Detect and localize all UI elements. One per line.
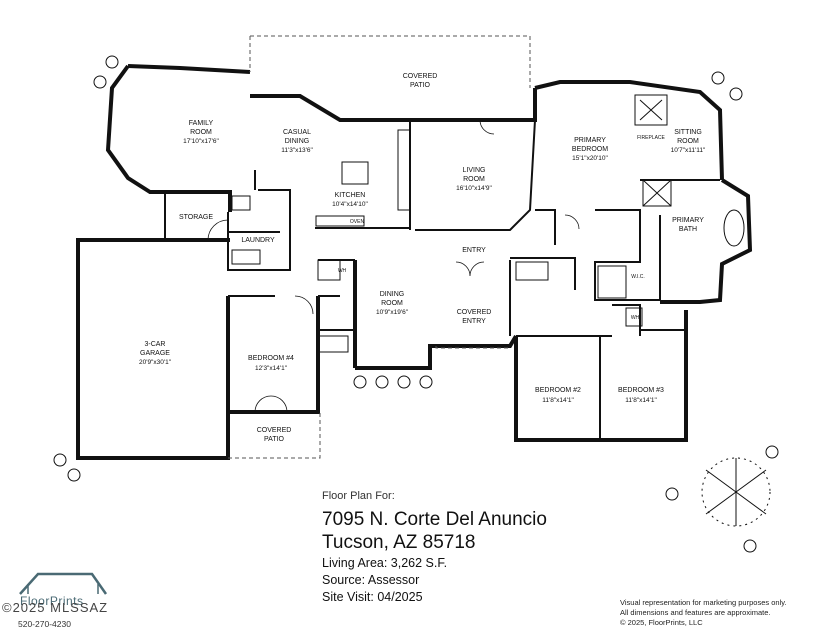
logo-brand: FloorPrints (20, 594, 84, 608)
label-casual-dining-1: CASUAL (283, 129, 311, 136)
label-entry: ENTRY (462, 247, 486, 254)
address-line-1: 7095 N. Corte Del Anuncio (322, 509, 547, 530)
label-sitting-room-dim: 10'7"x11'11" (671, 147, 706, 154)
label-covered-patio-top-1: COVERED (403, 73, 438, 80)
label-covered-entry-2: ENTRY (462, 318, 486, 325)
label-oven: OVEN (350, 219, 365, 225)
label-family-room-2: ROOM (190, 129, 212, 136)
living-area: Living Area: 3,262 S.F. (322, 556, 448, 570)
label-primary-bath-2: BATH (679, 226, 697, 233)
address-line-2: Tucson, AZ 85718 (322, 532, 476, 553)
label-garage-1: 3-CAR (144, 341, 165, 348)
doors (207, 119, 580, 413)
fixtures (231, 94, 745, 353)
label-wic: W.I.C. (631, 274, 645, 280)
label-family-room-1: FAMILY (189, 120, 214, 127)
label-fireplace: FIREPLACE (637, 135, 665, 141)
label-dining-room-1: DINING (380, 291, 405, 298)
label-dining-room-2: ROOM (381, 300, 403, 307)
label-living-room-dim: 16'10"x14'9" (456, 185, 492, 192)
interior-walls (164, 119, 720, 440)
site-visit: Site Visit: 04/2025 (322, 590, 423, 604)
label-storage: STORAGE (179, 214, 213, 221)
source: Source: Assessor (322, 573, 420, 587)
label-sitting-room-1: SITTING (674, 129, 702, 136)
label-living-room-2: ROOM (463, 176, 485, 183)
label-covered-patio-top-2: PATIO (410, 82, 431, 89)
label-kitchen: KITCHEN (335, 192, 366, 199)
label-wh-2: WH (631, 315, 640, 321)
disclaimer: Visual representation for marketing purp… (620, 598, 820, 628)
label-laundry: LAUNDRY (241, 237, 275, 244)
label-covered-patio-bottom-1: COVERED (257, 427, 292, 434)
label-bedroom3: BEDROOM #3 (618, 387, 664, 394)
label-garage-2: GARAGE (140, 350, 170, 357)
room-labels: COVERED PATIO FAMILY ROOM 17'10"x17'6" C… (139, 73, 706, 443)
label-covered-patio-bottom-2: PATIO (264, 436, 285, 443)
label-primary-bedroom-dim: 15'1"x20'10" (572, 155, 608, 162)
label-covered-entry-1: COVERED (457, 309, 492, 316)
label-bedroom2-dim: 11'8"x14'1" (542, 397, 574, 404)
patio-outlines (228, 35, 531, 459)
floor-plan-for-label: Floor Plan For: (322, 490, 395, 502)
label-primary-bedroom-1: PRIMARY (574, 137, 606, 144)
logo-phone: 520-270-4230 (18, 619, 71, 629)
label-casual-dining-dim: 11'3"x13'6" (281, 147, 313, 154)
label-kitchen-dim: 10'4"x14'10" (332, 201, 368, 208)
label-bedroom3-dim: 11'8"x14'1" (625, 397, 657, 404)
label-casual-dining-2: DINING (285, 138, 310, 145)
label-garage-dim: 20'9"x30'1" (139, 359, 172, 366)
label-bedroom2: BEDROOM #2 (535, 387, 581, 394)
disclaimer-line-2: All dimensions and features are approxim… (620, 608, 771, 617)
label-living-room-1: LIVING (463, 167, 486, 174)
label-bedroom4: BEDROOM #4 (248, 355, 294, 362)
label-family-room-dim: 17'10"x17'6" (183, 138, 219, 145)
label-primary-bedroom-2: BEDROOM (572, 146, 608, 153)
label-dining-room-dim: 10'9"x19'6" (376, 309, 409, 316)
mls-watermark: ©2025 MLSSAZ (2, 600, 109, 615)
floorprints-logo-icon (19, 572, 108, 595)
property-info: Floor Plan For: 7095 N. Corte Del Anunci… (322, 490, 622, 605)
label-bedroom4-dim: 12'3"x14'1" (255, 365, 288, 372)
trees (53, 55, 779, 553)
label-sitting-room-2: ROOM (677, 138, 699, 145)
disclaimer-line-3: © 2025, FloorPrints, LLC (620, 618, 703, 627)
disclaimer-line-1: Visual representation for marketing purp… (620, 598, 787, 607)
label-primary-bath-1: PRIMARY (672, 217, 704, 224)
label-wh-1: WH (338, 268, 347, 274)
